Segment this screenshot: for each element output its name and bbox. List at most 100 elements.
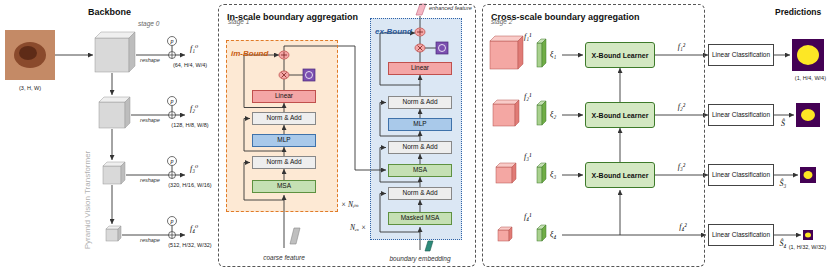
dimension: (128, H/8, W/8) — [171, 123, 208, 129]
backbone-cube — [118, 226, 121, 241]
embedding-symbol: ξ₄ — [550, 231, 556, 239]
block-label: MSA — [277, 183, 291, 190]
feature-symbol: f₄¹ — [524, 213, 531, 221]
block-label: MLP — [413, 121, 426, 128]
flow-arrow — [562, 175, 583, 176]
stage-label: stage 1 — [228, 19, 249, 26]
operation-label: reshape — [140, 178, 160, 184]
connector — [284, 103, 285, 112]
flow-arrow — [420, 227, 421, 250]
block-label: Norm & Add — [402, 99, 437, 106]
layer-block: Norm & Add — [388, 96, 452, 109]
layer-block: MSA — [252, 180, 316, 193]
feature-cube — [509, 227, 512, 241]
block-label: Linear Classification — [712, 52, 770, 59]
feature-icon — [290, 228, 300, 244]
connector — [620, 128, 621, 162]
operation-label: reshape — [140, 118, 160, 124]
operation-symbol — [282, 73, 287, 78]
flow-arrow — [774, 55, 790, 56]
boundary-icon — [436, 42, 448, 54]
position-circle — [168, 157, 177, 166]
stage-panel: In-scale boundary aggregationim-BoundMSA… — [218, 4, 476, 267]
classifier-box: Linear Classification — [708, 164, 774, 186]
flow-arrow — [131, 115, 185, 116]
wire — [420, 36, 421, 44]
feature-cube — [490, 36, 523, 41]
embedding-slab — [542, 39, 546, 67]
input-label: coarse feature — [263, 255, 305, 262]
block-label: Linear Classification — [712, 112, 770, 119]
layer-block: Norm & Add — [252, 156, 316, 169]
backbone-cube — [95, 38, 129, 72]
connector — [655, 55, 708, 56]
flow-arrow — [112, 129, 113, 160]
input-image — [5, 30, 55, 80]
embedding-slab — [542, 163, 546, 183]
watermark: Pyramid Vision Transformer — [84, 151, 92, 250]
connector — [420, 75, 421, 96]
flow-arrow — [562, 55, 583, 56]
block-label: Linear Classification — [712, 172, 770, 179]
flow-arrow — [774, 175, 798, 176]
connector — [284, 169, 285, 180]
flow-arrow — [562, 235, 706, 236]
operation-label: reshape — [140, 238, 160, 244]
dimension: (512, H/32, W/32) — [168, 243, 211, 249]
add-symbol — [169, 172, 176, 179]
embedding-symbol: ξ₁ — [550, 51, 556, 59]
operation-symbol — [415, 44, 425, 52]
flow-arrow — [620, 190, 621, 235]
connector — [620, 68, 621, 102]
block-label: X-Bound Learner — [592, 172, 649, 179]
connector — [420, 109, 421, 118]
wire — [420, 52, 421, 62]
wire — [172, 226, 173, 232]
wire — [284, 59, 285, 71]
block-label: Norm & Add — [402, 144, 437, 151]
input-image — [19, 46, 37, 60]
feature-cube — [518, 36, 523, 69]
connector — [420, 154, 421, 164]
learner-box: X-Bound Learner — [585, 102, 655, 128]
add-symbol — [169, 232, 176, 239]
block-label: MSA — [413, 167, 427, 174]
feature-symbol: f₄² — [679, 223, 686, 231]
boundary-icon — [303, 69, 315, 81]
backbone-cube — [125, 97, 130, 128]
flow-arrow — [562, 115, 583, 116]
flow-arrow — [55, 55, 93, 56]
flow-arrow — [774, 115, 794, 116]
dimension: (3, H, W) — [19, 86, 41, 92]
prediction-mask — [796, 103, 820, 127]
layer-block: MSA — [388, 164, 452, 177]
flow-arrow — [774, 235, 801, 236]
embedding-symbol: ξ₃ — [550, 171, 556, 179]
stage-panel: Cross-scale boundary aggregationX-Bound … — [482, 4, 705, 267]
boundary-icon — [439, 45, 446, 52]
input-label: boundary embedding — [389, 256, 450, 263]
layer-block: Norm & Add — [388, 187, 452, 200]
connector — [420, 177, 421, 187]
input-image — [5, 30, 55, 80]
wire — [289, 75, 303, 76]
prediction-symbol: Ŝ₃ — [780, 180, 787, 188]
region-fill — [226, 40, 338, 212]
block-label: Masked MSA — [401, 215, 440, 222]
feature-cube — [512, 163, 516, 183]
module-box: ex-BoundMasked MSANorm & AddMSANorm & Ad… — [370, 18, 462, 240]
block-label: X-Bound Learner — [592, 112, 649, 119]
dimension: (320, H/16, W/16) — [168, 183, 211, 189]
connector — [420, 200, 421, 212]
block-label: X-Bound Learner — [592, 52, 649, 59]
operation-label: reshape — [140, 58, 160, 64]
add-symbol — [169, 52, 176, 239]
backbone-cube — [95, 32, 135, 38]
backbone-cube — [106, 229, 118, 241]
region-fill — [226, 18, 462, 240]
output-label: enhanced feature — [429, 6, 472, 12]
connector — [284, 125, 285, 134]
